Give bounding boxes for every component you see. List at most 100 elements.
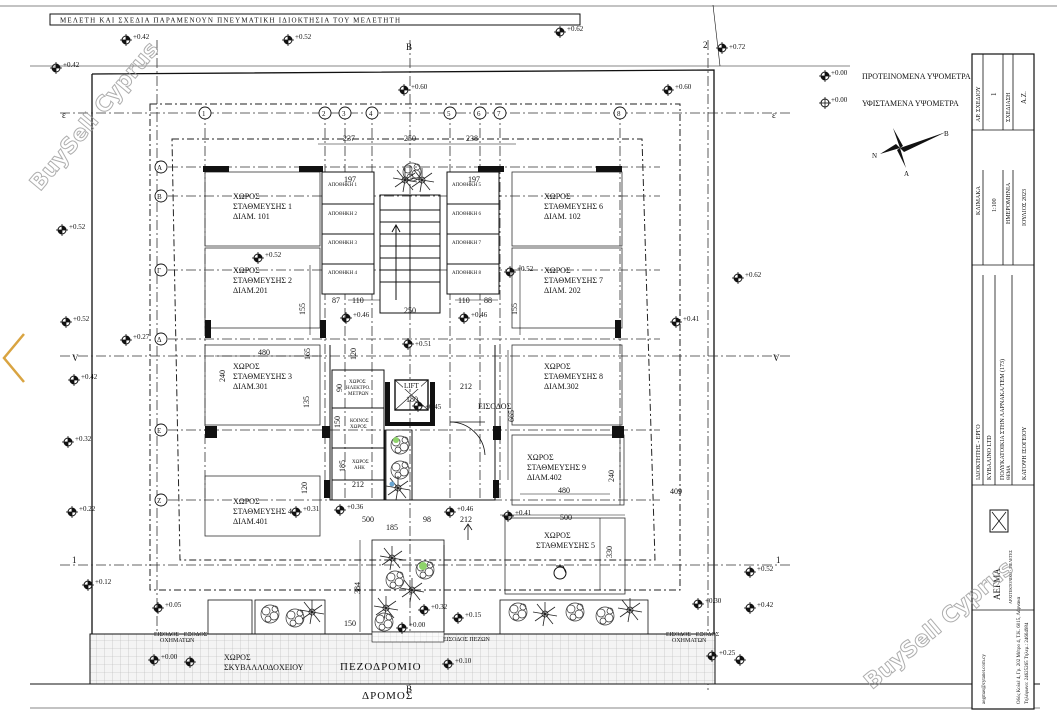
p4-line2: ΣΤΑΘΜΕΥΣΗΣ 4 xyxy=(233,507,292,516)
level-r8: +0.60 xyxy=(675,83,692,91)
grid-col-6: 6 xyxy=(477,110,481,118)
level-c9: +0.36 xyxy=(347,503,364,511)
tb-office: ΑΕΓΜΑ xyxy=(992,568,1002,600)
level-c7: +0.45 xyxy=(425,403,442,411)
lift-label: LIFT xyxy=(404,382,420,390)
storage-8: ΑΠΟΘΗΚΗ 8 xyxy=(452,271,482,276)
dim-top-3: 238 xyxy=(466,134,478,143)
level-top-2: +0.52 xyxy=(295,33,312,41)
p1-line3: ΔΙΑΜ. 101 xyxy=(233,212,270,221)
p1-line1: ΧΩΡΟΣ xyxy=(233,192,260,201)
compass-b: B xyxy=(944,130,949,138)
dim-165: 165 xyxy=(303,348,312,360)
level-c5: +0.46 xyxy=(471,311,488,319)
garbage-room-1: ΧΩΡΟΣ xyxy=(224,653,251,662)
level-legend: +0.00 ΠΡΟΤΕΙΝΟΜΕΝΑ ΥΨΟΜΕΤΡΑ +0.00 ΥΦΙΣΤΑ… xyxy=(818,69,971,110)
tb-subject: ΚΑΤΟΨΗ ΙΣΟΓΕΙΟΥ xyxy=(1022,426,1028,480)
p5-line1: ΧΩΡΟΣ xyxy=(544,531,571,540)
entrance-garden xyxy=(371,539,445,633)
level-c4: +0.46 xyxy=(353,311,370,319)
dim-212a: 212 xyxy=(460,382,472,391)
dim-135: 135 xyxy=(302,396,311,408)
dim-150b: 150 xyxy=(344,619,356,628)
p2-line3: ΔΙΑΜ.201 xyxy=(233,286,268,295)
lift-shaft: LIFT xyxy=(394,379,429,411)
p3-line2: ΣΤΑΘΜΕΥΣΗΣ 3 xyxy=(233,372,292,381)
compass-n: N xyxy=(872,152,877,160)
electric-room-1: ΧΩΡΟΣ xyxy=(349,380,366,385)
storage-4: ΑΠΟΘΗΚΗ 4 xyxy=(328,271,358,276)
grid-row-c: Γ xyxy=(157,267,161,275)
tb-client: ΚΥΒΑΛΙΝΟ LTD xyxy=(987,435,993,480)
road-label: ΔΡΟΜΟΣ xyxy=(362,690,413,702)
tb-revision-label: ΣΧΕΔΙΑΣΗ xyxy=(1006,92,1012,122)
level-r7: +0.25 xyxy=(719,649,736,657)
section-b-top: B xyxy=(406,42,412,52)
property-boundary xyxy=(0,4,1057,640)
dimension-lines xyxy=(215,143,625,632)
office-logo-icon xyxy=(991,511,1007,531)
tb-drawing-no-label: ΑΡ. ΣΧΕΔΙΟΥ xyxy=(976,86,982,122)
tb-office-sub: ΑΡΧΙΤΕΚΤΟΝΙΚΟ - ΜΕΛΕΤΕΣ xyxy=(1008,550,1013,604)
dim-330: 330 xyxy=(605,546,614,558)
structural-columns xyxy=(203,166,624,498)
pedestrian-entry-pavement xyxy=(371,631,445,643)
level-left-6: +0.22 xyxy=(79,505,96,513)
dim-197b: 197 xyxy=(468,175,480,184)
p7-line3: ΔΙΑΜ. 202 xyxy=(544,286,581,295)
level-r3: +0.41 xyxy=(683,315,700,323)
dim-480a: 480 xyxy=(258,348,270,357)
dim-240b: 240 xyxy=(607,470,616,482)
dimension-labels: 237 250 238 480 480 110 110 87 88 250 15… xyxy=(218,134,682,628)
vehicle-entry-left-2: ΟΧΗΜΑΤΩΝ xyxy=(160,638,195,644)
section-v-right: V xyxy=(773,353,780,363)
vehicle-entry-right-2: ΟΧΗΜΑΤΩΝ xyxy=(672,638,707,644)
tb-revision: Α.Ζ. xyxy=(1020,91,1028,104)
p3-line1: ΧΩΡΟΣ xyxy=(233,362,260,371)
previous-image-button[interactable] xyxy=(0,330,28,386)
section-v-left: V xyxy=(72,353,79,363)
section-e-left: ε xyxy=(62,110,66,120)
storage-5: ΑΠΟΘΗΚΗ 5 xyxy=(452,183,482,188)
tb-scale-label: ΚΛΙΜΑΚΑ xyxy=(976,185,982,215)
vehicle-entry-left-1: ΕΙΣΟΔΟΣ - ΕΞΟΔΟΣ xyxy=(154,632,208,638)
grid-col-8: 8 xyxy=(617,110,621,118)
p4-line3: ΔΙΑΜ.401 xyxy=(233,517,268,526)
level-c10: +0.46 xyxy=(457,505,474,513)
dim-240a: 240 xyxy=(218,370,227,382)
p9-line3: ΔΙΑΜ.402 xyxy=(527,473,562,482)
p8-line2: ΣΤΑΘΜΕΥΣΗΣ 8 xyxy=(544,372,603,381)
storage-7: ΑΠΟΘΗΚΗ 7 xyxy=(452,241,482,246)
dim-197a: 197 xyxy=(344,175,356,184)
dim-665: 665 xyxy=(507,410,516,422)
p2-line1: ΧΩΡΟΣ xyxy=(233,266,260,275)
section-b-bottom: B xyxy=(406,684,412,694)
level-markers: +0.42 +0.52 +0.62 +0.72 +0.42 +0.52 +0.5… xyxy=(49,25,774,671)
dim-87: 87 xyxy=(332,296,340,305)
level-left-2: +0.52 xyxy=(69,223,86,231)
vehicle-entry-right-1: ΕΙΣΟΔΟΣ - ΕΞΟΔΟΣ xyxy=(666,632,720,638)
electric-room-3: ΜΕΤΡΩΝ xyxy=(348,392,369,397)
dim-88: 88 xyxy=(484,296,492,305)
dim-185b: 185 xyxy=(386,523,398,532)
grid-column-markers: 1 2 3 4 5 6 7 8 xyxy=(198,106,627,120)
p9-line2: ΣΤΑΘΜΕΥΣΗΣ 9 xyxy=(527,463,586,472)
dim-185a: 185 xyxy=(338,460,347,472)
level-r6: +0.30 xyxy=(705,597,722,605)
level-top-1: +0.42 xyxy=(133,33,150,41)
legend-proposed: ΠΡΟΤΕΙΝΟΜΕΝΑ ΥΨΟΜΕΤΡΑ xyxy=(862,72,971,81)
grid-row-b: Β xyxy=(157,193,162,201)
grid-col-2: 2 xyxy=(322,110,326,118)
level-c11: +0.41 xyxy=(515,509,532,517)
level-left-8: +0.05 xyxy=(165,601,182,609)
level-left-3: +0.52 xyxy=(73,315,90,323)
storage-labels: ΑΠΟΘΗΚΗ 1 ΑΠΟΘΗΚΗ 2 ΑΠΟΘΗΚΗ 3 ΑΠΟΘΗΚΗ 4 … xyxy=(328,183,482,276)
accessible-parking-icon xyxy=(553,565,567,580)
section-e-right: ε xyxy=(772,110,776,120)
dim-480b: 480 xyxy=(558,486,570,495)
section-2-top: 2 xyxy=(703,40,708,50)
level-c14: +0.00 xyxy=(409,621,426,629)
common-room-1: ΚΟΙΝΟΣ xyxy=(350,419,369,424)
stair-core xyxy=(379,194,441,314)
dim-98: 98 xyxy=(423,515,431,524)
